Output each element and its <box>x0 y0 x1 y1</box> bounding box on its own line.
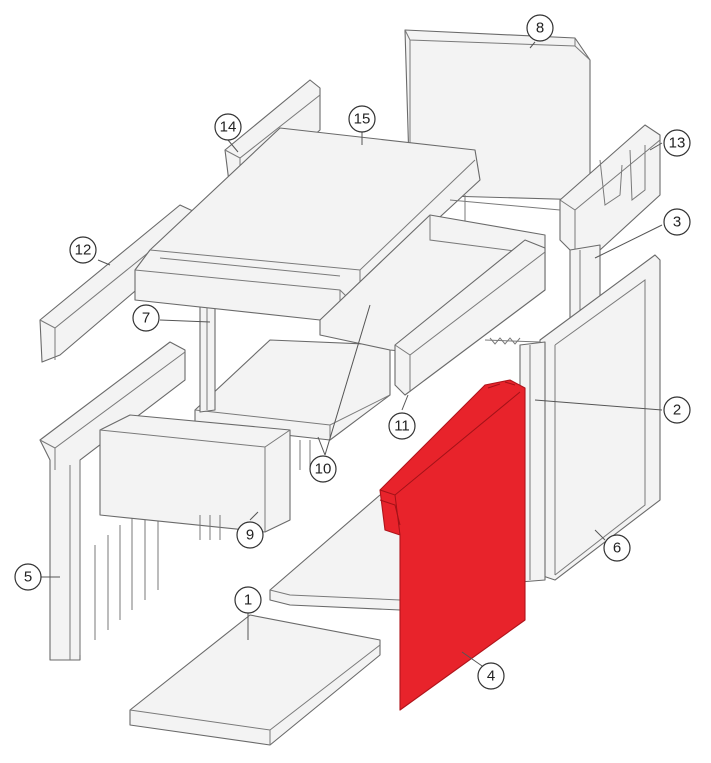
part-5-left-side-panel[interactable] <box>39 341 186 661</box>
callout-11-label: 11 <box>394 418 410 435</box>
callout-5: 5 <box>14 563 42 591</box>
callout-15: 15 <box>348 105 376 133</box>
callout-12: 12 <box>69 236 97 264</box>
callout-1: 1 <box>234 586 262 614</box>
part-11-middle-rail[interactable] <box>394 239 546 396</box>
callout-7-label: 7 <box>142 310 150 327</box>
callout-14-label: 14 <box>220 119 237 136</box>
callout-3: 3 <box>663 208 691 236</box>
callout-10: 10 <box>309 455 337 483</box>
part-4-highlighted-plate[interactable] <box>379 379 526 711</box>
callout-6: 6 <box>603 534 631 562</box>
part-7-left-center-post[interactable] <box>199 301 216 413</box>
callout-4: 4 <box>477 662 505 690</box>
callout-12-label: 12 <box>75 242 92 259</box>
callout-9: 9 <box>236 521 264 549</box>
leader-lines <box>40 41 663 669</box>
callout-2-label: 2 <box>673 402 681 419</box>
callout-8-label: 8 <box>536 20 544 37</box>
callout-5-label: 5 <box>24 569 32 586</box>
callout-11: 11 <box>388 412 416 440</box>
callout-7: 7 <box>132 304 160 332</box>
part-9-front-baffle-block[interactable] <box>99 414 291 540</box>
callout-9-label: 9 <box>246 527 254 544</box>
callout-13-label: 13 <box>669 135 686 152</box>
callout-14: 14 <box>214 113 242 141</box>
callout-13: 13 <box>663 129 691 157</box>
callout-3-label: 3 <box>673 214 681 231</box>
callout-4-label: 4 <box>487 668 495 685</box>
callout-1-label: 1 <box>244 592 252 609</box>
callout-6-label: 6 <box>613 540 621 557</box>
callout-15-label: 15 <box>354 111 371 128</box>
callout-2: 2 <box>663 396 691 424</box>
part-13-right-top-rail[interactable] <box>559 124 661 256</box>
callout-8: 8 <box>526 14 554 42</box>
callout-10-label: 10 <box>315 461 332 478</box>
part-10-middle-plate[interactable] <box>194 339 391 470</box>
part-6-right-side-panel[interactable] <box>539 254 661 581</box>
part-1-floor-plate[interactable] <box>129 614 381 746</box>
